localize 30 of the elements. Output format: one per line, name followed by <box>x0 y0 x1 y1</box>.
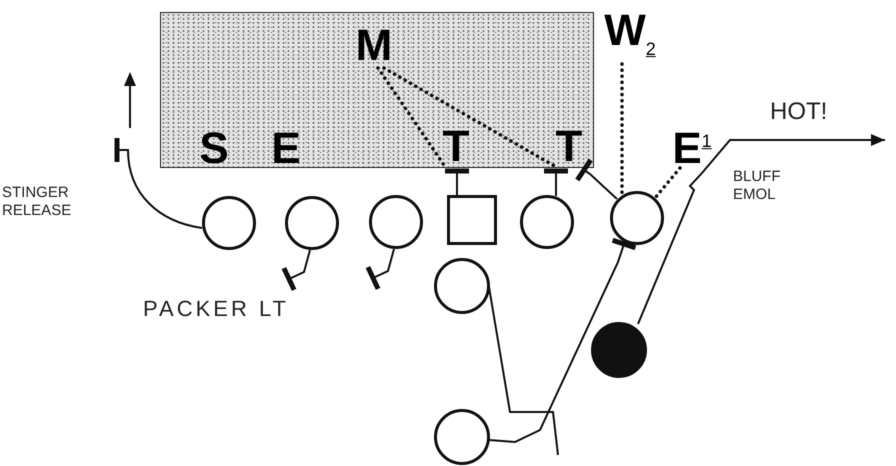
player-circle <box>520 195 574 249</box>
position-letter: S <box>199 127 229 171</box>
player-circle <box>434 409 490 465</box>
defense-zone-box <box>160 12 594 168</box>
position-letter: W$_{2}$ <box>604 9 656 71</box>
route-line <box>637 134 885 324</box>
player-circle <box>369 195 423 249</box>
position-letter: E <box>271 127 301 171</box>
dotted-path <box>653 166 682 200</box>
route-line <box>574 158 618 200</box>
position-letter: T <box>556 125 582 169</box>
position-letter: E$^{1}$ <box>672 119 712 171</box>
route-line <box>442 168 472 195</box>
position-letter: M <box>356 24 392 68</box>
dotted-path <box>620 62 624 197</box>
player-circle <box>610 191 664 245</box>
route-line <box>488 238 638 444</box>
route-line <box>114 136 202 229</box>
route-line <box>365 248 395 292</box>
center-square <box>447 195 497 245</box>
route-line <box>488 286 559 456</box>
play-name: PACKER LT <box>143 296 290 322</box>
position-letter: T <box>442 125 470 169</box>
player-circle <box>202 196 256 250</box>
player-circle <box>434 258 490 314</box>
route-note: STINGER RELEASE <box>2 184 72 220</box>
route-line <box>542 168 570 196</box>
route-note: BLUFF EMOL <box>733 168 782 204</box>
player-circle <box>285 196 339 250</box>
route-line <box>281 250 311 292</box>
